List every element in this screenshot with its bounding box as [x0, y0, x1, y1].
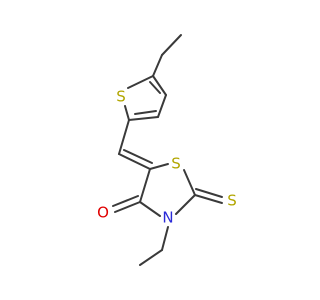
bond-c2-n3 — [175, 194, 196, 215]
atom-n-ring: N — [162, 209, 173, 227]
bond-thio-s-c2 — [124, 105, 130, 121]
bond-c5-s1 — [149, 163, 169, 170]
bond-n3-c4 — [139, 201, 161, 217]
bond-methine-c5 — [118, 153, 151, 170]
bond-n-ethyl-1 — [161, 226, 169, 251]
bond-c4-c5 — [139, 168, 151, 203]
bond-ethyl-top-2 — [152, 54, 163, 77]
bond-thione-2 — [195, 188, 223, 198]
atom-o-carbonyl: O — [97, 204, 109, 222]
bond-thio-c5-s — [127, 75, 154, 89]
bond-thio-c4-c5 — [152, 75, 167, 96]
bond-thione-1 — [194, 194, 223, 204]
bond-thio-c3-c3-double — [134, 110, 157, 115]
bond-thio-c2-c3 — [128, 116, 159, 121]
bond-carbonyl-2 — [112, 195, 139, 207]
bond-thio-c3-c4 — [157, 94, 167, 118]
atom-s-thiophene: S — [116, 88, 126, 106]
atom-s-ring: S — [171, 155, 181, 173]
bond-c2-methine — [118, 119, 130, 155]
atom-s-thione: S — [227, 192, 237, 210]
structure-canvas: S S S O N — [97, 34, 237, 266]
bond-n-ethyl-2 — [139, 249, 163, 266]
bond-thio-c4-c5-double — [149, 81, 161, 94]
bond-ethyl-top-1 — [161, 34, 182, 56]
bond-s1-c2 — [183, 169, 196, 196]
bond-carbonyl-1 — [114, 201, 141, 213]
bond-methine-c5-double — [123, 149, 153, 164]
molecule-diagram: S S S O N — [97, 34, 237, 266]
